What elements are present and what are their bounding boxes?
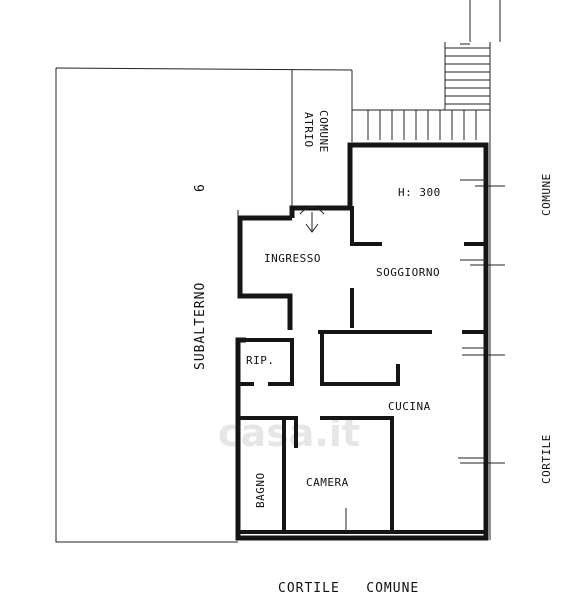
right-boundary-ticks	[460, 142, 505, 540]
atrio-comune-label-2: COMUNE	[317, 110, 330, 153]
entrance-door	[299, 206, 325, 233]
soggiorno-label: SOGGIORNO	[376, 266, 440, 279]
staircase	[352, 0, 501, 142]
ingresso-label: INGRESSO	[264, 252, 321, 265]
ripostiglio-label: RIP.	[246, 354, 275, 367]
subalterno-label: SUBALTERNO	[193, 282, 208, 370]
camera-label: CAMERA	[306, 476, 349, 489]
subalterno-outline	[55, 67, 353, 543]
cucina-label: CUCINA	[388, 400, 431, 413]
subalterno-number: 6	[193, 183, 208, 192]
interior-walls	[238, 206, 488, 534]
cortile-right-label: CORTILE	[540, 434, 553, 484]
bagno-label: BAGNO	[254, 472, 267, 508]
comune-right-label: COMUNE	[540, 173, 553, 216]
height-label: H: 300	[398, 186, 441, 199]
cortile-comune-label: CORTILE COMUNE	[278, 581, 419, 596]
atrio-comune-label-1: ATRIO	[302, 112, 315, 148]
door-swings	[345, 179, 486, 532]
